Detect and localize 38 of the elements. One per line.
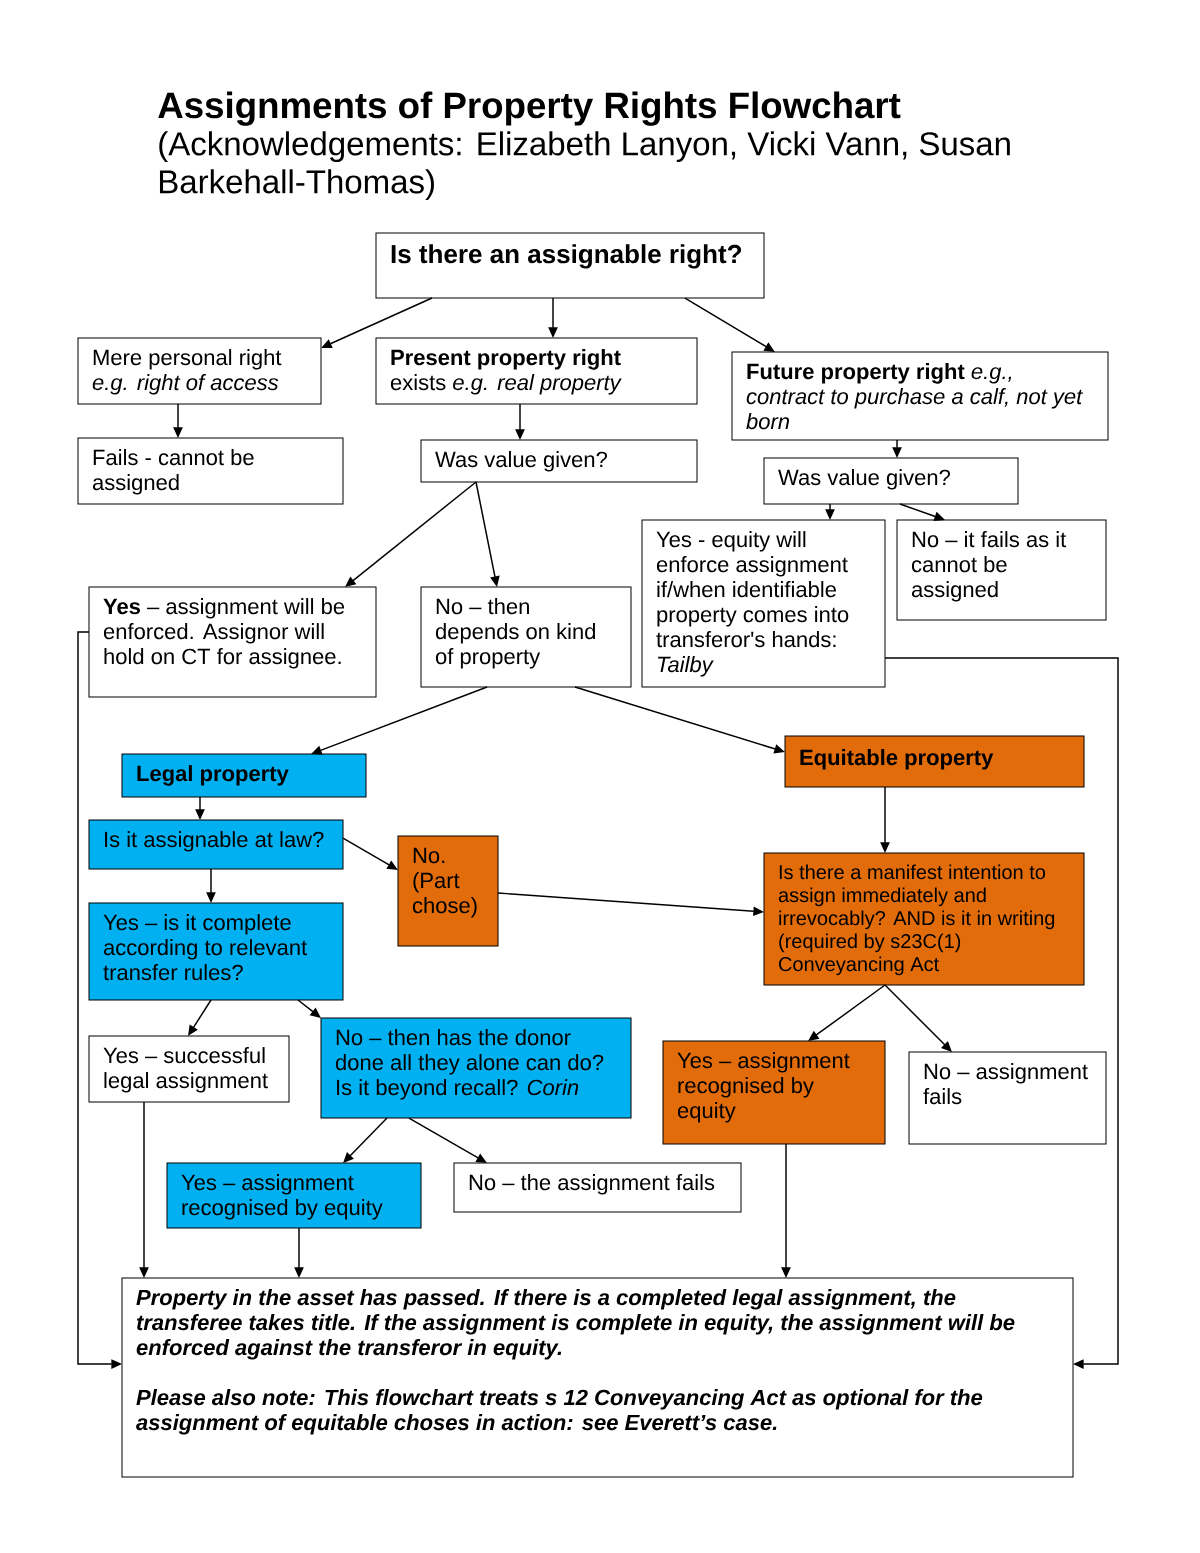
question-box: Is it assignable at law? bbox=[88, 819, 344, 870]
arrow bbox=[297, 999, 321, 1018]
arrow bbox=[343, 1117, 388, 1163]
outcome-box: No – assignment fails bbox=[908, 1051, 1107, 1145]
outcome-box: No – it fails as it cannot be assigned bbox=[896, 519, 1107, 621]
outcome-box: Yes – assignment will be enforced. Assignor will hold on CT for assignee. bbox=[88, 586, 377, 698]
arrow bbox=[321, 297, 433, 349]
arrow bbox=[808, 984, 886, 1041]
question-box: No – then has the donor done all they alone can do? Is it beyond recall? Corin bbox=[320, 1017, 632, 1119]
arrow bbox=[345, 481, 477, 587]
arrow bbox=[684, 297, 775, 352]
category-box: Mere personal right e.g. right of access bbox=[77, 337, 322, 405]
question-box: Was value given? bbox=[420, 439, 698, 483]
arrow bbox=[188, 999, 212, 1036]
arrow bbox=[884, 984, 952, 1052]
outcome-box: No. (Part chose) bbox=[397, 835, 499, 947]
question-box: Yes – is it complete according to relevant transfer rules? bbox=[88, 902, 344, 1001]
question-box: Was value given? bbox=[763, 457, 1019, 505]
category-box: Future property right e.g., contract to purchase a calf, not yet born bbox=[731, 351, 1109, 441]
arrow bbox=[342, 837, 398, 870]
category-box: Present property right exists e.g. real property bbox=[375, 337, 698, 405]
question-box: Is there an assignable right? bbox=[375, 232, 765, 299]
note-box: Property in the asset has passed. If there is a completed legal assignment, the transferee takes title. If the assignment is complete in equity, the assignment will be enforced against the transferor in equity. Please also note: This flowchart treats s 12 Conveyancing Act as optional for the assignment of equitable choses in action: see Everett’s case. bbox=[121, 1277, 1074, 1478]
outcome-box: Yes – successful legal assignment bbox=[88, 1035, 290, 1103]
outcome-box: Fails - cannot be assigned bbox=[77, 437, 344, 505]
heading-box: Equitable property bbox=[784, 735, 1085, 788]
title: Assignments of Property Rights Flowchart bbox=[158, 91, 901, 126]
arrow bbox=[884, 657, 1119, 1369]
outcome-box: No – the assignment fails bbox=[453, 1162, 742, 1213]
outcome-box: Yes - equity will enforce assignment if/when identifiable property comes into transferor's hands: Tailby bbox=[641, 519, 886, 688]
question-box: Is there a manifest intention to assign immediately and irrevocably? AND is it in writing (required by s23C(1) Conveyancing Act bbox=[763, 852, 1085, 986]
outcome-box: Yes – assignment recognised by equity bbox=[166, 1162, 422, 1229]
arrow bbox=[311, 686, 488, 755]
outcome-box: Yes – assignment recognised by equity bbox=[662, 1040, 886, 1145]
outcome-box: No – then depends on kind of property bbox=[420, 586, 632, 688]
heading-box: Legal property bbox=[121, 753, 367, 798]
arrow bbox=[408, 1117, 487, 1163]
subtitle: (Acknowledgements: Elizabeth Lanyon, Vicki Vann, Susan Barkehall-Thomas) bbox=[159, 131, 1010, 200]
